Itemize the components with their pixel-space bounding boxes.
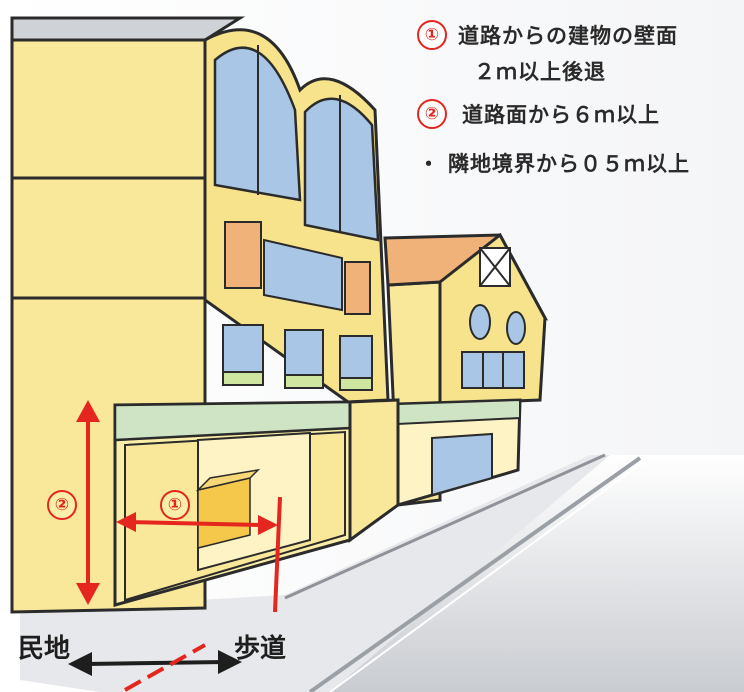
note-1-line1: 道路からの建物の壁面 — [458, 24, 678, 48]
setback-marker: ① — [160, 490, 190, 520]
boundary-dashed-line — [124, 643, 206, 692]
road-lane-line-inner — [329, 459, 647, 692]
boundary-arrow — [68, 650, 242, 676]
dormer-cross-2 — [479, 247, 511, 287]
road-edge-line — [284, 453, 606, 600]
note-3-bullet: ・ — [418, 152, 440, 176]
middle-connector — [348, 398, 400, 543]
note-marker-1: ① — [417, 20, 447, 50]
note-3-line1: 隣地境界から０５ｍ以上 — [448, 152, 690, 176]
setback-arrow — [116, 512, 278, 535]
height-arrow — [76, 400, 100, 605]
note-1-line2: ２ｍ以上後退 — [474, 60, 606, 84]
note-2-line1: 道路面から６ｍ以上 — [462, 103, 660, 127]
label-private-land: 民地 — [18, 634, 71, 664]
building-left-roof — [10, 16, 246, 42]
oval-window-right — [506, 311, 526, 345]
right-windows-band — [461, 351, 525, 389]
orange-panel-left — [224, 221, 262, 289]
right-storefront-door — [431, 432, 493, 497]
note-marker-2: ② — [417, 99, 447, 129]
orange-panel-right — [344, 261, 371, 315]
large-arched-window-2 — [303, 97, 380, 242]
recessed-block-top — [195, 468, 261, 492]
road-lane-line — [308, 456, 642, 692]
height-marker: ② — [47, 490, 77, 520]
road-boundary-line — [273, 496, 282, 613]
small-windows-row — [222, 324, 373, 391]
oval-window-left — [469, 304, 491, 340]
sidewalk — [20, 455, 610, 692]
label-sidewalk: 歩道 — [234, 634, 287, 664]
blue-band-window — [263, 238, 343, 312]
